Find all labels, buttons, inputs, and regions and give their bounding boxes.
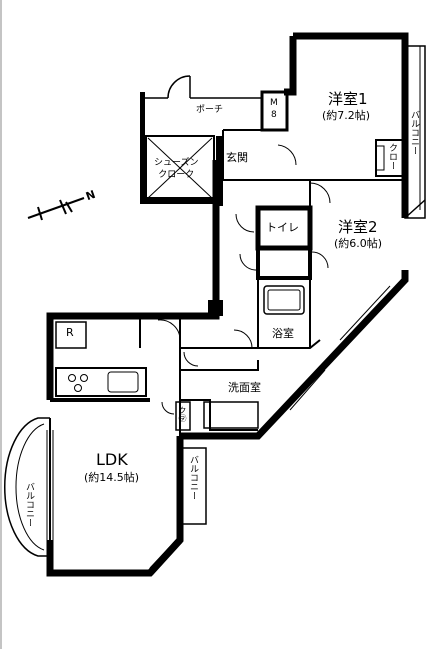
fridge-label: R bbox=[66, 326, 74, 339]
fridge-box bbox=[55, 321, 87, 349]
bathtub-inner bbox=[267, 289, 301, 311]
room-name-washroom: 洗面室 bbox=[228, 381, 261, 394]
room-name-bath: 浴室 bbox=[272, 327, 294, 340]
room-name-shoes-closet: シューズン クローク bbox=[154, 158, 199, 180]
washbasin bbox=[203, 401, 259, 429]
mb-label: M 8 bbox=[270, 98, 278, 120]
stove-burner bbox=[74, 384, 82, 392]
room-name-yoshitsu1: 洋室1 bbox=[328, 90, 368, 108]
balcony-mid bbox=[181, 447, 207, 525]
stove-burner bbox=[68, 374, 76, 382]
room-name-toilet: トイレ bbox=[266, 221, 299, 234]
closet-label: クロー bbox=[387, 143, 397, 170]
room-size-ldk: (約14.5帖) bbox=[84, 471, 140, 484]
balcony-left bbox=[4, 417, 51, 557]
shoes-cloak-hatch bbox=[145, 135, 215, 199]
wall-segment bbox=[216, 136, 224, 168]
room-name-ldk: LDK bbox=[96, 450, 128, 469]
door-arcs bbox=[157, 144, 331, 415]
room-size-yoshitsu1: (約7.2帖) bbox=[322, 109, 371, 122]
balcony-right bbox=[404, 45, 426, 219]
wall-segment bbox=[216, 160, 223, 206]
room-name-yoshitsu2: 洋室2 bbox=[338, 218, 378, 236]
room-size-yoshitsu2: (約6.0帖) bbox=[334, 237, 383, 250]
windows bbox=[149, 32, 409, 569]
room-name-porch: ポーチ bbox=[196, 105, 224, 115]
balcony-mid-label: バルコニー bbox=[188, 455, 198, 500]
inner-walls bbox=[139, 129, 405, 436]
bathtub bbox=[263, 285, 305, 315]
compass-icon bbox=[27, 197, 85, 221]
wall-segment bbox=[208, 300, 223, 316]
stove-burner bbox=[80, 374, 88, 382]
kitchen-sink bbox=[107, 371, 139, 393]
kura-label: ク㋾ bbox=[178, 406, 187, 422]
balcony-right-label: バルコニー bbox=[409, 110, 419, 155]
porch-lines bbox=[145, 75, 262, 99]
closet-door bbox=[375, 145, 385, 171]
ldk-window bbox=[46, 430, 54, 540]
kura-box bbox=[175, 401, 191, 431]
utility-box bbox=[256, 246, 312, 280]
wall-segment bbox=[140, 198, 220, 204]
room-name-entrance: 玄関 bbox=[226, 151, 248, 164]
balcony-left-label: バルコニー bbox=[24, 482, 34, 527]
wall-segment bbox=[140, 92, 145, 202]
kitchen-counter bbox=[55, 367, 147, 397]
counter-wall bbox=[50, 398, 150, 402]
